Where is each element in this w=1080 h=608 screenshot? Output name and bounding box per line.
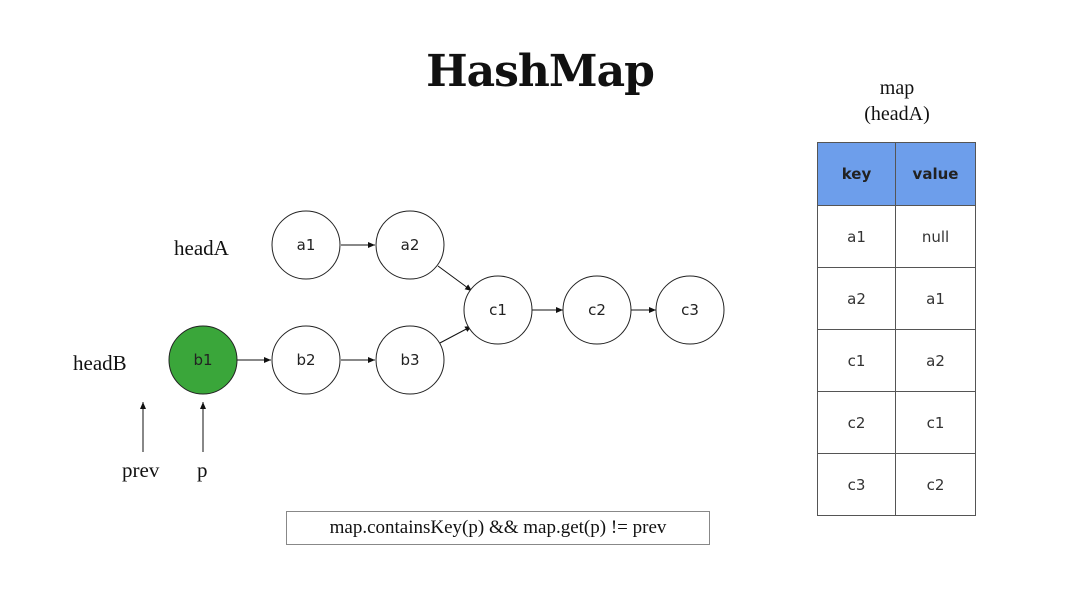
node-a1: a1 [271, 210, 341, 280]
p-label: p [197, 458, 208, 482]
node-c1: c1 [463, 275, 533, 345]
node-c1-label: c1 [489, 301, 507, 319]
node-c3-label: c3 [681, 301, 699, 319]
node-a2: a2 [375, 210, 445, 280]
node-c3: c3 [655, 275, 725, 345]
hashmap-table: key value a1 null a2 a1 c1 a2 c2 c1 c3 c… [817, 142, 976, 516]
table-cell-key: c2 [817, 391, 896, 454]
table-row: c1 a2 [817, 329, 976, 392]
node-b2-label: b2 [296, 351, 315, 369]
headA-label: headA [174, 236, 229, 260]
edge-b3-c1 [437, 325, 473, 345]
node-b3-label: b3 [400, 351, 419, 369]
prev-label: prev [122, 458, 160, 482]
table-row: a1 null [817, 205, 976, 268]
headB-label: headB [73, 351, 127, 375]
map-caption-title: map [879, 77, 915, 99]
node-b2: b2 [271, 325, 341, 395]
table-cell-value: null [895, 205, 976, 268]
node-b1: b1 [168, 325, 238, 395]
page-title: HashMap [426, 46, 655, 97]
column-header-value: value [895, 142, 976, 206]
table-cell-key: c1 [817, 329, 896, 392]
table-cell-value: a2 [895, 329, 976, 392]
condition-expression: map.containsKey(p) && map.get(p) != prev [329, 517, 667, 538]
node-a2-label: a2 [401, 236, 420, 254]
table-row: a2 a1 [817, 267, 976, 330]
table-cell-value: a1 [895, 267, 976, 330]
table-header-row: key value [817, 142, 976, 206]
table-cell-value: c2 [895, 453, 976, 516]
node-b1-label: b1 [193, 351, 212, 369]
condition-code-box: map.containsKey(p) && map.get(p) != prev [286, 511, 710, 545]
node-c2-label: c2 [588, 301, 606, 319]
edge-a2-c1 [437, 265, 473, 292]
node-c2: c2 [562, 275, 632, 345]
table-cell-key: a2 [817, 267, 896, 330]
table-row: c2 c1 [817, 391, 976, 454]
node-a1-label: a1 [297, 236, 316, 254]
table-cell-value: c1 [895, 391, 976, 454]
node-b3: b3 [375, 325, 445, 395]
column-header-key: key [817, 142, 896, 206]
map-caption-subtitle: (headA) [864, 103, 930, 125]
table-cell-key: a1 [817, 205, 896, 268]
table-cell-key: c3 [817, 453, 896, 516]
table-row: c3 c2 [817, 453, 976, 516]
map-caption: map (headA) [845, 75, 949, 127]
